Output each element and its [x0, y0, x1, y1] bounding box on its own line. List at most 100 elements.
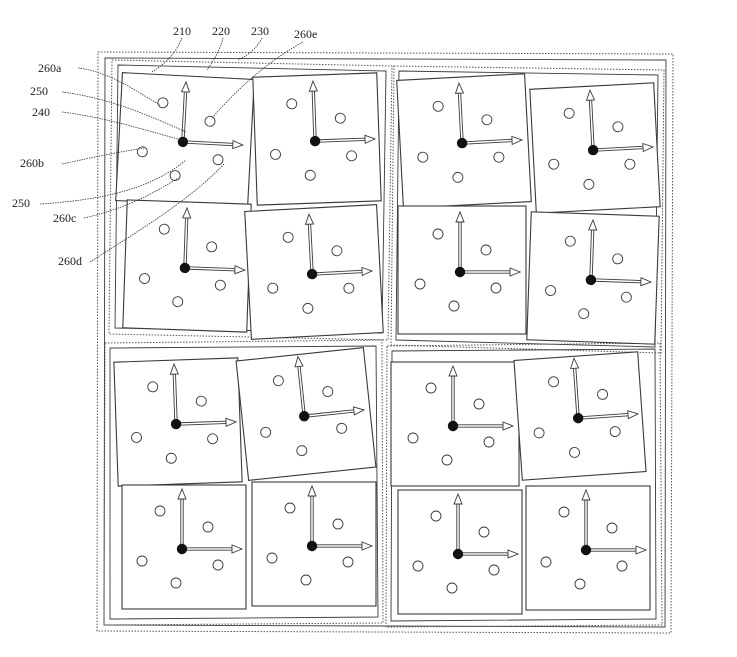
- hole-circle-icon: [583, 178, 595, 190]
- arrowhead-icon: [509, 267, 522, 277]
- fiducial-dot-icon: [454, 266, 466, 278]
- leader-210: [151, 37, 183, 73]
- leader-260c: [83, 177, 179, 219]
- tile-6: [529, 82, 661, 214]
- quadrant-boundary-dotted: [385, 342, 663, 628]
- hole-circle-icon: [204, 115, 216, 127]
- tile-14: [513, 351, 647, 481]
- arrowhead-icon: [453, 492, 463, 505]
- quadrant-boundary: [395, 70, 659, 348]
- leader-260b: [61, 147, 145, 165]
- hole-circle-icon: [158, 223, 170, 235]
- hole-circle-icon: [300, 574, 312, 586]
- hole-circle-icon: [131, 432, 142, 443]
- arrowhead-icon: [502, 421, 515, 431]
- hole-circle-icon: [207, 433, 219, 445]
- tile-grid: [113, 72, 661, 615]
- tile-11: [121, 484, 247, 610]
- hole-circle-icon: [432, 100, 444, 112]
- quadrant-boundary: [390, 348, 657, 622]
- hole-circle-icon: [270, 149, 281, 160]
- fiducial-dot-icon: [179, 262, 191, 274]
- fiducial-dot-icon: [306, 540, 318, 552]
- hole-circle-icon: [206, 241, 218, 253]
- hole-circle-icon: [407, 432, 419, 444]
- hole-circle-icon: [417, 151, 429, 163]
- hole-circle-icon: [432, 228, 444, 240]
- hole-circle-icon: [147, 381, 159, 393]
- quadrant-boundary-dotted: [108, 59, 393, 341]
- coordinate-axes-icon: [181, 206, 247, 275]
- arrowhead-icon: [307, 484, 317, 497]
- arrowhead-icon: [308, 79, 319, 92]
- hole-circle-icon: [332, 518, 344, 530]
- hole-circle-icon: [286, 98, 298, 110]
- hole-circle-icon: [336, 422, 348, 434]
- tile-5: [396, 73, 532, 209]
- tile-9: [113, 357, 243, 487]
- fiducial-dot-icon: [580, 544, 592, 556]
- leader-230: [237, 37, 263, 61]
- tile-15: [397, 489, 523, 615]
- fiducial-dot-icon: [309, 135, 321, 147]
- reference-label-260b: 260b: [20, 156, 44, 170]
- hole-circle-icon: [574, 578, 586, 590]
- tile-16: [525, 485, 651, 611]
- hole-circle-icon: [334, 112, 346, 124]
- arrowhead-icon: [581, 488, 591, 501]
- leader-240: [61, 111, 187, 142]
- hole-circle-icon: [260, 426, 272, 438]
- hole-circle-icon: [609, 426, 621, 438]
- fiducial-dot-icon: [306, 268, 318, 280]
- hole-circle-icon: [533, 427, 545, 439]
- tile-10: [235, 347, 377, 481]
- fiducial-dot-icon: [452, 548, 464, 560]
- arrowhead-icon: [225, 417, 238, 428]
- fiducial-dot-icon: [447, 420, 459, 432]
- arrowhead-icon: [181, 206, 192, 219]
- hole-circle-icon: [488, 564, 500, 576]
- leader-260a: [77, 67, 161, 106]
- tile-13: [390, 361, 520, 487]
- hole-circle-icon: [564, 235, 576, 247]
- hole-circle-icon: [620, 291, 632, 303]
- hole-circle-icon: [139, 273, 150, 284]
- hole-circle-icon: [412, 560, 424, 572]
- tile-1: [115, 72, 255, 208]
- reference-label-240: 240: [32, 105, 50, 119]
- hole-circle-icon: [558, 506, 570, 518]
- hole-circle-icon: [430, 510, 442, 522]
- tile-12: [251, 481, 377, 607]
- hole-circle-icon: [346, 150, 358, 162]
- coordinate-axes-icon: [581, 488, 648, 555]
- leader-260e: [211, 41, 304, 119]
- fiducial-dot-icon: [587, 144, 599, 156]
- hole-circle-icon: [157, 97, 169, 109]
- reference-labels: 210 220 230 260e 260a 250 240 260b 250 2…: [12, 24, 317, 268]
- hole-circle-icon: [284, 502, 296, 514]
- arrowhead-icon: [361, 541, 374, 551]
- fiducial-dot-icon: [456, 137, 468, 149]
- coordinate-axes-icon: [570, 357, 640, 420]
- hole-circle-icon: [473, 398, 485, 410]
- leader-220: [206, 37, 224, 71]
- arrowhead-icon: [507, 549, 520, 559]
- hole-circle-icon: [490, 282, 502, 294]
- hole-circle-icon: [136, 146, 148, 158]
- hole-circle-icon: [569, 447, 580, 458]
- hole-circle-icon: [343, 282, 355, 294]
- hole-circle-icon: [304, 169, 316, 181]
- fiducial-dot-icon: [170, 418, 182, 430]
- arrowhead-icon: [304, 212, 315, 225]
- hole-circle-icon: [154, 505, 166, 517]
- arrowhead-icon: [180, 80, 191, 93]
- tile-4: [244, 204, 384, 340]
- reference-label-250-bottom: 250: [12, 196, 30, 210]
- hole-circle-icon: [483, 436, 495, 448]
- hole-circle-icon: [282, 231, 294, 243]
- arrowhead-icon: [454, 81, 465, 94]
- outer-boundaries: [96, 51, 674, 634]
- arrowhead-icon: [640, 276, 653, 287]
- coordinate-axes-icon: [307, 484, 374, 551]
- reference-label-260d: 260d: [58, 254, 82, 268]
